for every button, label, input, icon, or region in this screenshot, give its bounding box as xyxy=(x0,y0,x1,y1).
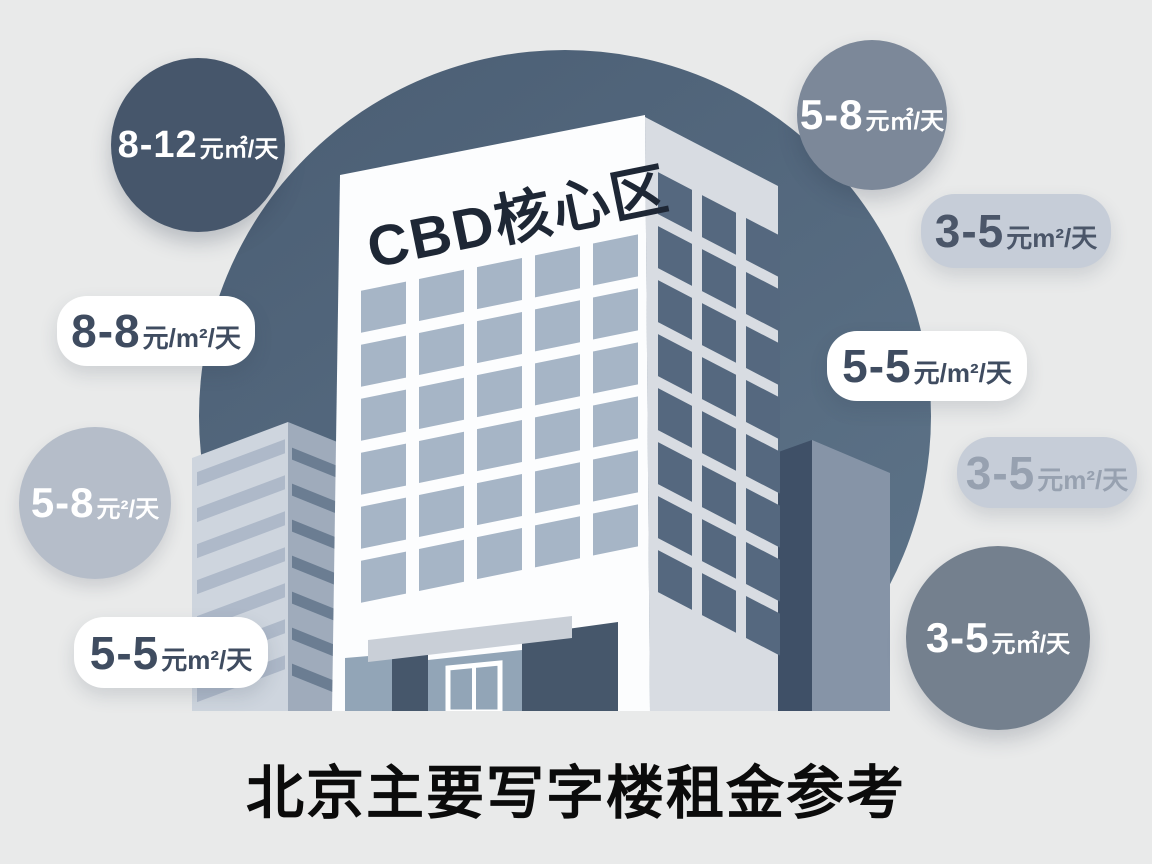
price-unit: 元m²/天 xyxy=(1037,464,1129,495)
price-unit: 元㎡/天 xyxy=(199,135,279,163)
price-value: 5-8 xyxy=(30,479,95,526)
price-unit: 元m²/天 xyxy=(161,644,253,675)
price-value: 3-5 xyxy=(965,446,1036,499)
price-unit: 元²/天 xyxy=(96,496,160,523)
building-side-windows xyxy=(658,172,780,656)
main-building: CBD核心区 xyxy=(332,115,780,715)
price-unit: 元/m²/天 xyxy=(142,323,241,353)
price-unit: 元m²/天 xyxy=(1006,223,1098,253)
price-value: 5-8 xyxy=(799,91,864,138)
price-value: 3-5 xyxy=(925,614,990,661)
ground xyxy=(0,711,1152,864)
price-value: 8-8 xyxy=(71,305,141,357)
price-value: 3-5 xyxy=(934,205,1005,257)
price-value: 8-12 xyxy=(117,123,198,166)
infographic-title: 北京主要写字楼租金参考 xyxy=(245,761,906,826)
price-value: 5-5 xyxy=(842,340,912,392)
price-unit: 元㎡/天 xyxy=(865,108,945,135)
building-front-windows xyxy=(361,234,638,603)
price-value: 5-5 xyxy=(89,626,160,679)
background-towers-right xyxy=(770,440,890,712)
price-unit: 元㎡/天 xyxy=(991,631,1071,658)
price-unit: 元/m²/天 xyxy=(913,358,1012,388)
building-entrance xyxy=(345,616,618,715)
